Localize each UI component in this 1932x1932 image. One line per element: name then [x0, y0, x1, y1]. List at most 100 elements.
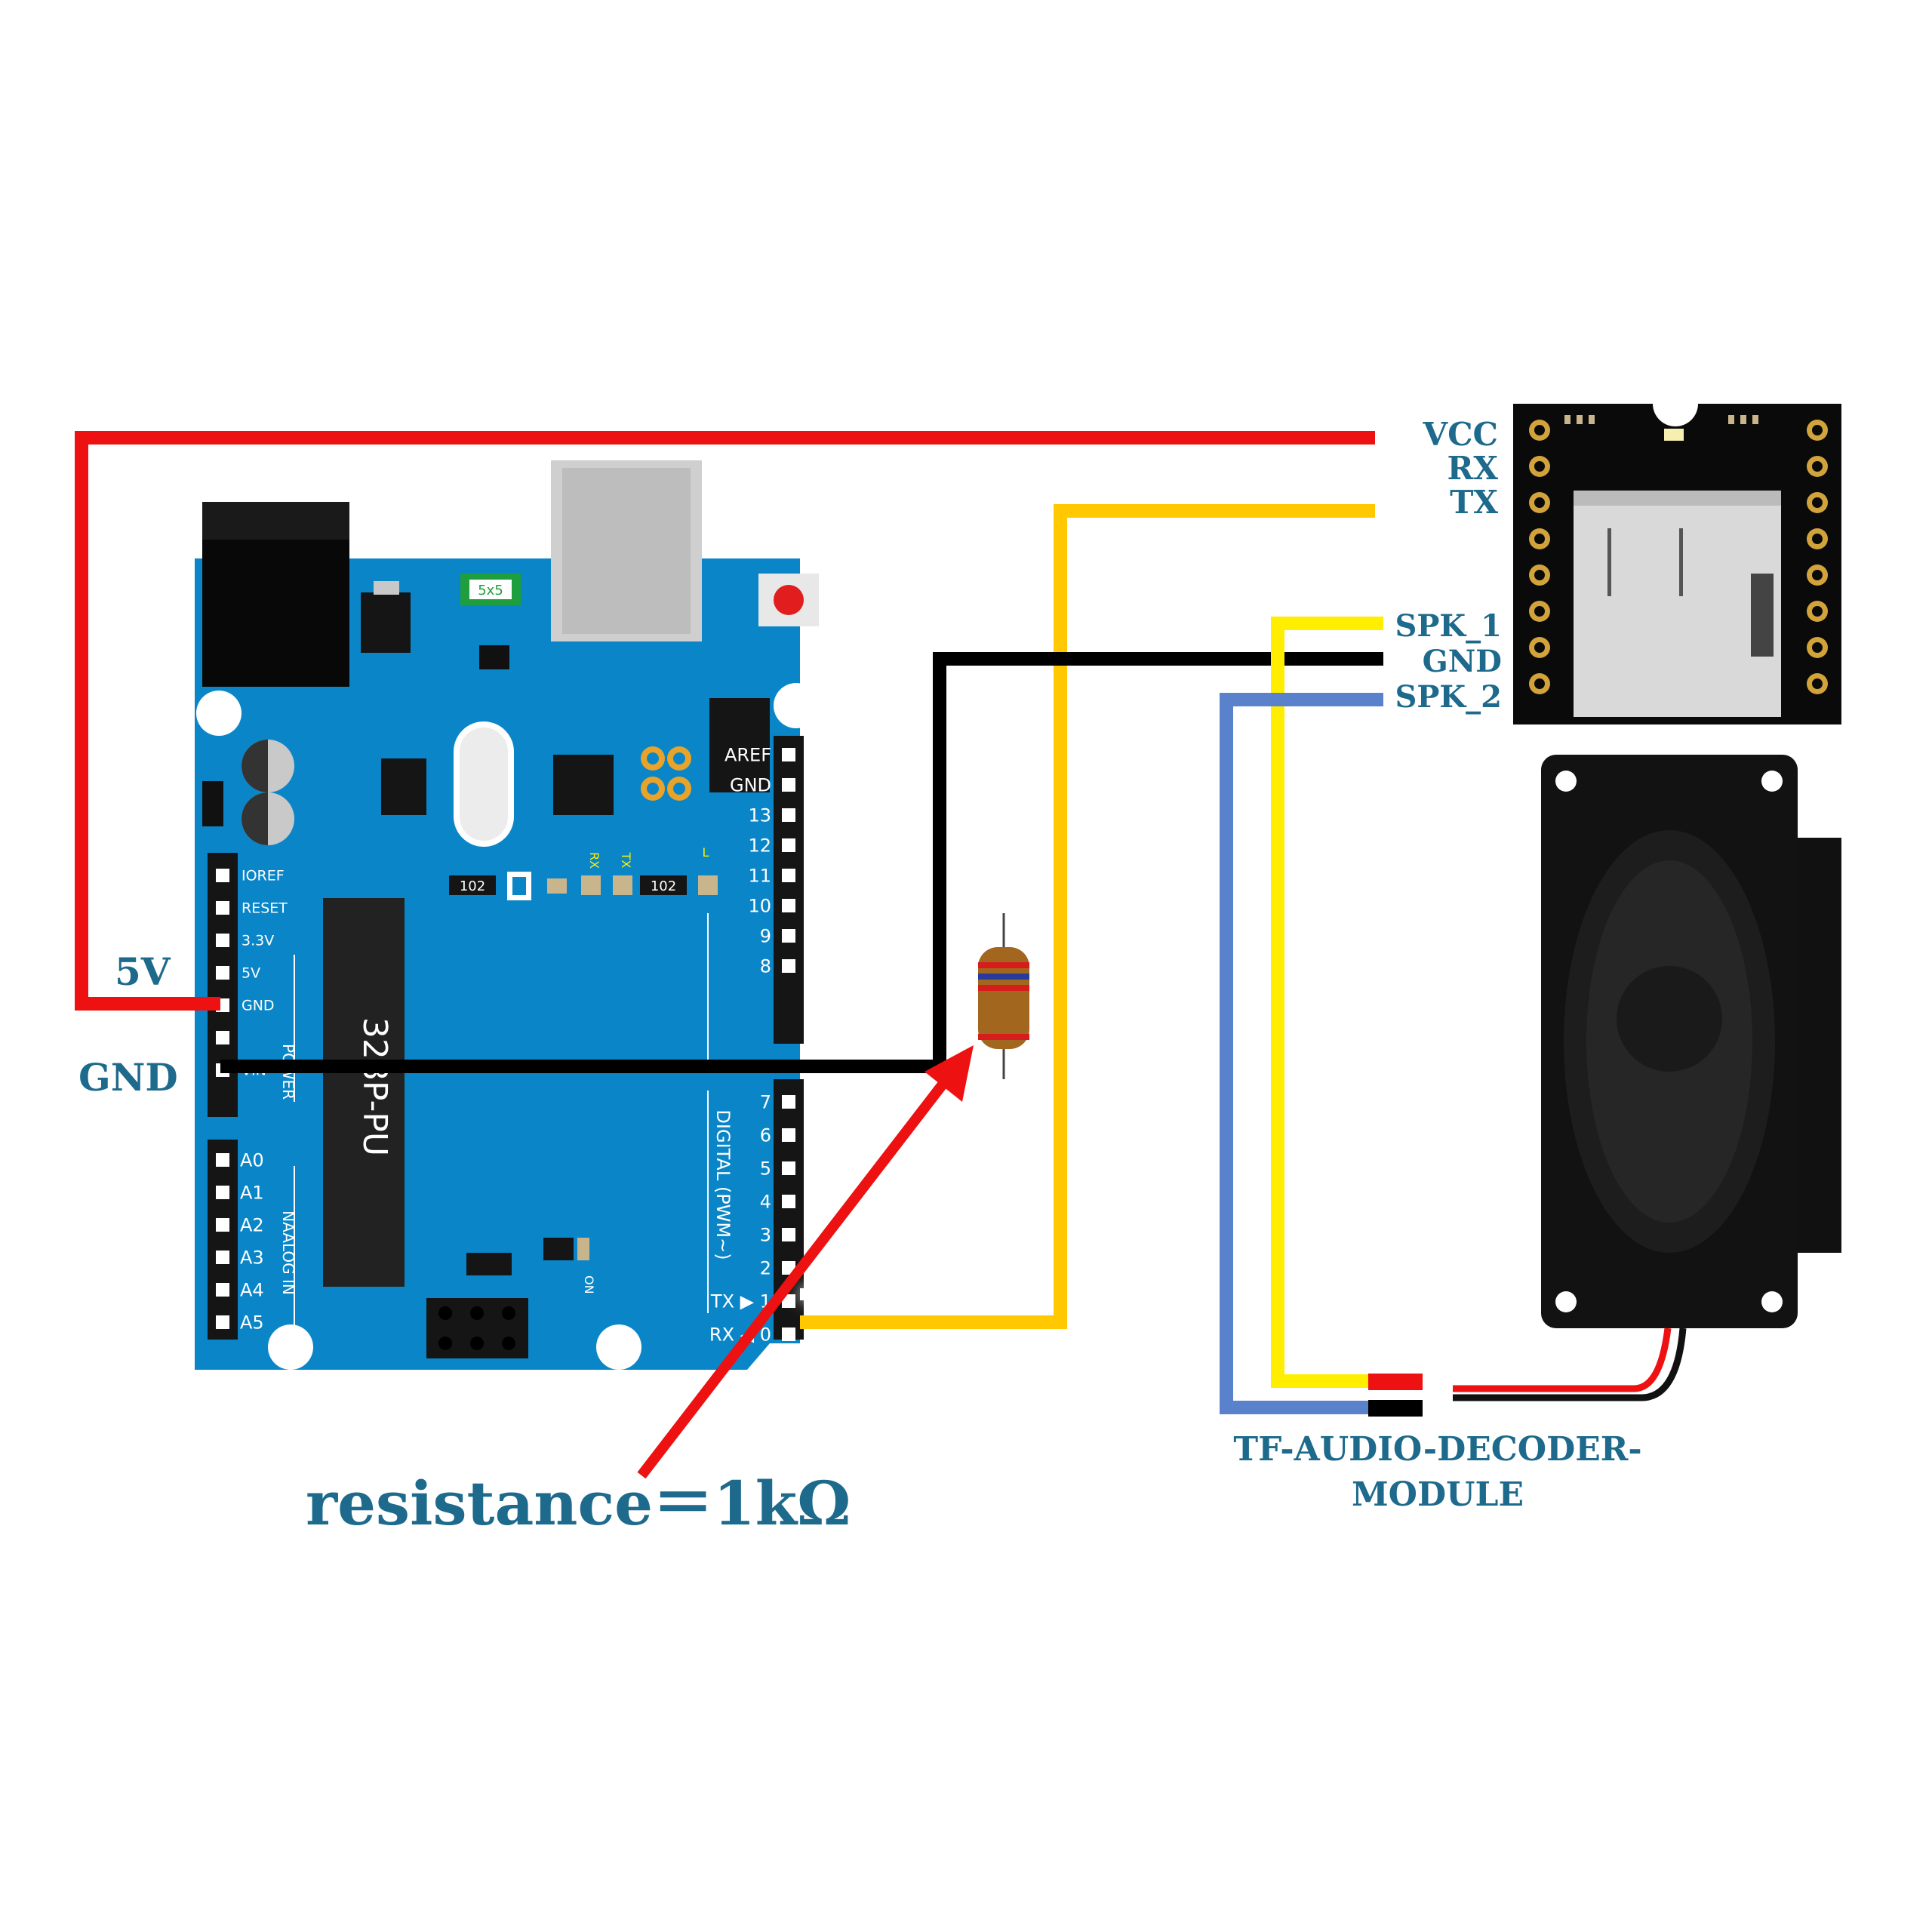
header-pin: [782, 929, 795, 943]
label-vcc: VCC: [1423, 416, 1498, 453]
pin-label: IOREF: [242, 868, 285, 884]
wire-tx-orange: [800, 504, 1375, 1329]
speaker-dust-cap: [1617, 966, 1722, 1072]
header-pin: [782, 1228, 795, 1241]
module-title-line1: TF-AUDIO-DECODER-: [1233, 1430, 1641, 1469]
smd-component: [698, 875, 718, 895]
arduino-uno-board: 5x5 102: [195, 460, 819, 1370]
pin-label: A5: [240, 1312, 264, 1333]
speaker-screw-hole: [1555, 771, 1577, 792]
header-pin: [782, 1128, 795, 1142]
pin-label: 8: [760, 955, 771, 977]
reset-button-cap[interactable]: [774, 585, 804, 615]
label-spk2: SPK_2: [1395, 679, 1502, 715]
header-pin: [216, 1031, 229, 1044]
pin-label: A3: [240, 1247, 264, 1268]
header-pin: [216, 869, 229, 882]
header-pin: [782, 899, 795, 912]
crystal-oscillator: [454, 721, 514, 847]
header-pin: [216, 934, 229, 947]
label-gnd-module: GND: [1423, 644, 1502, 679]
digital-side-label: DIGITAL (PWM~): [712, 1109, 734, 1260]
module-pin-column-right: [1807, 420, 1828, 694]
svg-text:102: 102: [651, 878, 676, 894]
led-on-label: ON: [582, 1275, 596, 1294]
wire-rx-white: [994, 466, 1375, 902]
speaker-screw-hole: [1555, 1291, 1577, 1312]
header-pin: [216, 1186, 229, 1199]
pin-label: AREF: [724, 744, 771, 765]
atmega-chip-label: 328P-PU: [355, 1017, 394, 1156]
smd-component: [581, 875, 601, 895]
pin-label: 3: [760, 1224, 771, 1245]
sd-card-slot: [1574, 491, 1781, 717]
header-pin: [782, 778, 795, 792]
header-pin: [782, 808, 795, 822]
mounting-hole: [268, 1324, 313, 1370]
smd-transistor: [479, 645, 509, 669]
wire-gnd: [220, 652, 1383, 1073]
power-header: [208, 853, 238, 1117]
pin-label: 5V: [242, 965, 260, 982]
speaker: [1541, 755, 1841, 1328]
wire-tip-red: [1368, 1374, 1423, 1390]
pin-label: 9: [760, 925, 771, 946]
smd-resistor: 102: [449, 875, 496, 895]
header-pin: [782, 1161, 795, 1175]
header-pin: [782, 748, 795, 761]
icsp-pads: [641, 746, 691, 801]
voltage-regulator-tab: [374, 581, 399, 595]
label-spk1: SPK_1: [1395, 608, 1502, 644]
smd-diode: [466, 1253, 512, 1275]
pin-label: 4: [760, 1191, 771, 1212]
resistance-caption: resistance＝1kΩ: [306, 1468, 851, 1539]
label-tx: TX: [1450, 484, 1498, 521]
header-pin: [216, 1153, 229, 1167]
label-gnd-left: GND: [78, 1055, 178, 1100]
header-pin: [782, 869, 795, 882]
header-pin: [216, 1315, 229, 1329]
header-pin: [216, 1218, 229, 1232]
pin-label: 7: [760, 1091, 771, 1112]
led-l-label: L: [703, 845, 709, 860]
led-tx-label: TX: [619, 852, 633, 869]
label-rx: RX: [1447, 450, 1499, 487]
voltage-regulator: [361, 592, 411, 653]
wire-5v-vcc: [75, 431, 1375, 1011]
label-5v: 5V: [115, 949, 171, 994]
fuse-label: 5x5: [478, 583, 503, 598]
pin-label: A1: [240, 1182, 264, 1203]
smd-component: [543, 1238, 574, 1260]
smd-ic: [381, 758, 426, 815]
header-pin: [216, 1283, 229, 1297]
usb-connector-inner: [562, 468, 691, 634]
mounting-hole: [196, 691, 242, 736]
pin-label: A4: [240, 1279, 264, 1300]
speaker-cable-black: [1453, 1327, 1687, 1401]
usb-interface-chip: [553, 755, 614, 815]
header-pin: [216, 1251, 229, 1264]
pin-label: RESET: [242, 900, 288, 917]
header-pin: [216, 901, 229, 915]
smd-component: [547, 878, 567, 894]
pin-label: 13: [748, 804, 771, 826]
header-pin: [216, 966, 229, 980]
resistor-1k: [978, 913, 1029, 1079]
pin-label: 10: [748, 895, 771, 916]
analog-header: [208, 1140, 238, 1340]
speaker-cable-red: [1453, 1327, 1672, 1392]
wire-tip-black: [1368, 1400, 1423, 1417]
icsp-header: [709, 698, 770, 792]
mounting-hole: [596, 1324, 641, 1370]
atmega-chip: [323, 898, 405, 1287]
pin-label: TX ▶ 1: [710, 1291, 771, 1312]
tf-audio-decoder-module: [1513, 404, 1841, 724]
pin-label: 12: [748, 835, 771, 856]
dc-power-jack-top: [202, 502, 349, 540]
wire-rx-white-lower: [800, 1091, 1006, 1300]
header-pin: [782, 1294, 795, 1308]
module-pin-column-left: [1529, 420, 1550, 694]
smd-diode: [202, 781, 223, 826]
